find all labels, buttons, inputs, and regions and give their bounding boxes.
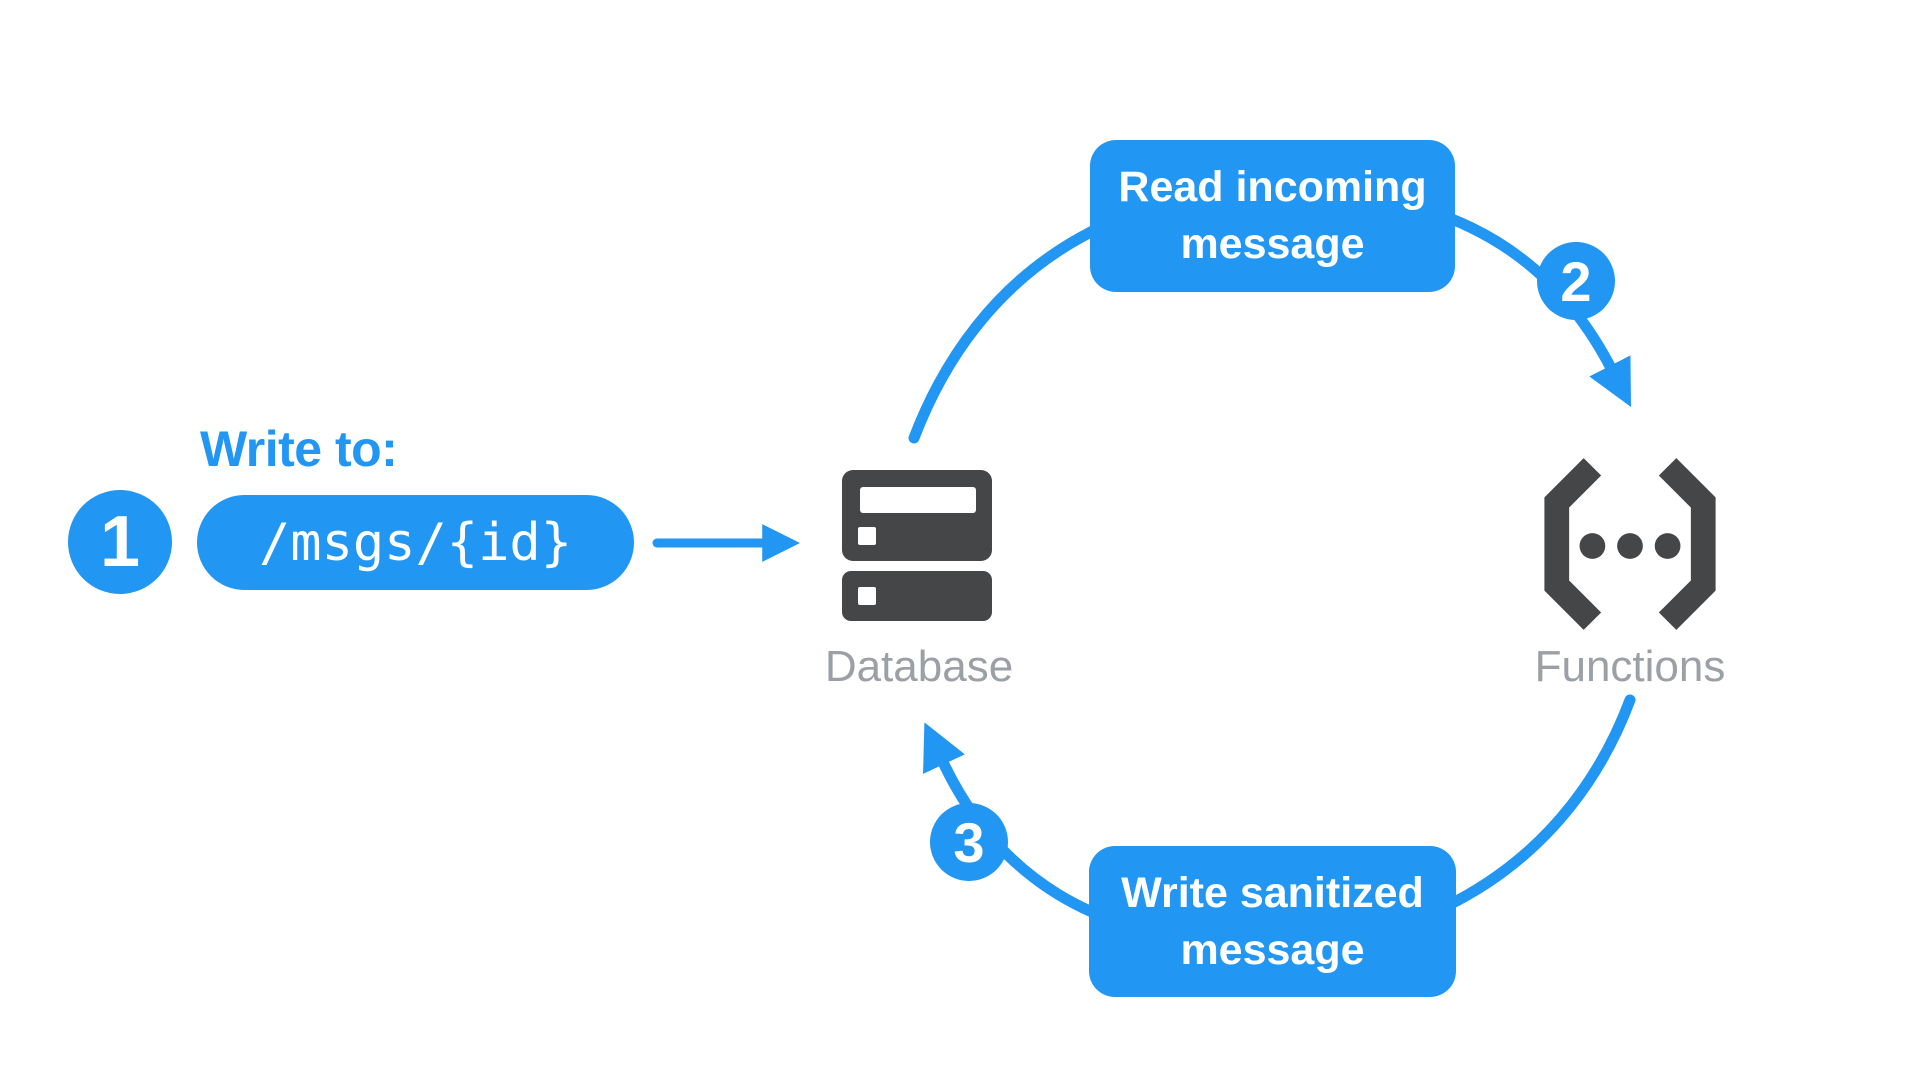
step-2-number: 2 <box>1560 249 1592 313</box>
write-sanitized-message-box: Write sanitized message <box>1089 846 1456 997</box>
read-incoming-message-box: Read incoming message <box>1090 140 1455 292</box>
db-path-pill: /msgs/{id} <box>197 495 634 590</box>
write-box-line2: message <box>1180 925 1365 974</box>
step-1-badge: 1 <box>68 490 172 594</box>
database-label: Database <box>824 642 1014 691</box>
write-box-line1: Write sanitized <box>1121 868 1424 917</box>
read-box-line1: Read incoming <box>1118 163 1427 212</box>
step-1-number: 1 <box>99 502 141 582</box>
write-to-label: Write to: <box>200 421 398 477</box>
step-3-badge: 3 <box>930 803 1008 881</box>
step-2-badge: 2 <box>1537 242 1615 320</box>
functions-label: Functions <box>1534 642 1726 691</box>
step-3-number: 3 <box>953 810 985 874</box>
database-icon <box>842 470 992 621</box>
read-box-line2: message <box>1180 220 1365 268</box>
functions-icon <box>1544 458 1716 630</box>
db-path-text: /msgs/{id} <box>258 512 573 573</box>
